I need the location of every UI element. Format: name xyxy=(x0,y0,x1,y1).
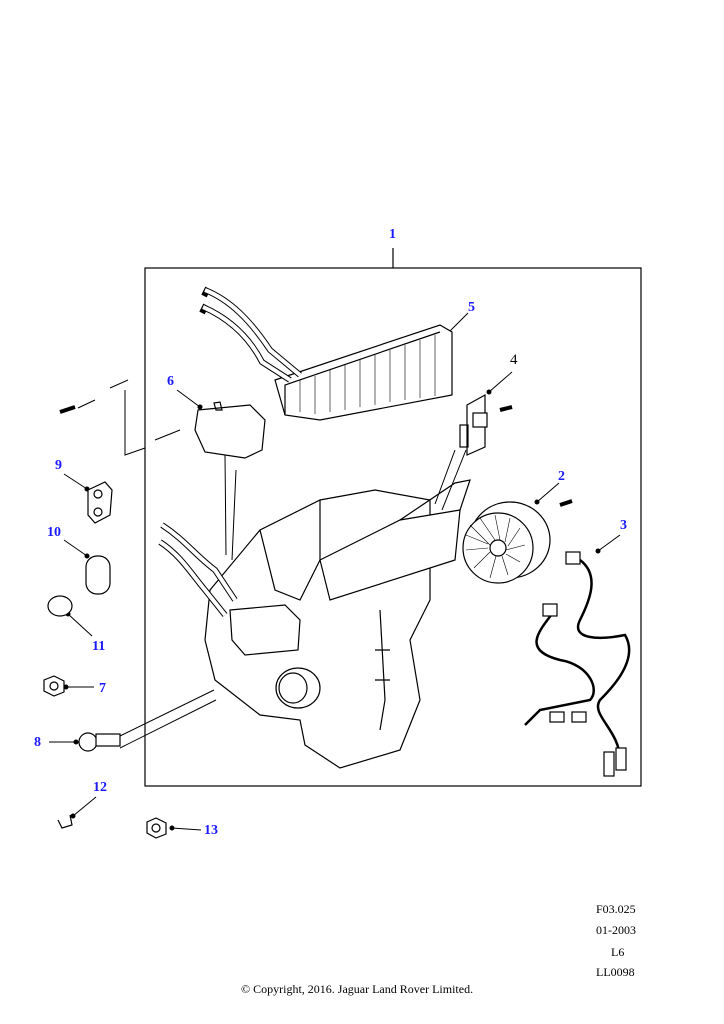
illustration-id: LL0098 xyxy=(596,965,635,979)
nut-7 xyxy=(43,675,65,697)
issue-date: 01-2003 xyxy=(596,923,636,937)
nut-13 xyxy=(146,817,167,839)
blower-resistor xyxy=(459,393,513,456)
heater-housing xyxy=(158,479,471,769)
callout-13[interactable]: 13 xyxy=(204,823,218,838)
heater-core xyxy=(199,286,453,421)
leader-lines xyxy=(49,312,621,831)
clip-12 xyxy=(57,814,73,829)
callout-9[interactable]: 9 xyxy=(55,458,62,473)
callout-10[interactable]: 10 xyxy=(47,525,61,540)
callout-2[interactable]: 2 xyxy=(558,469,565,484)
callout-5[interactable]: 5 xyxy=(468,300,475,315)
seal-10 xyxy=(85,555,111,595)
wiring-harness xyxy=(524,551,631,777)
callout-8[interactable]: 8 xyxy=(34,735,41,750)
callout-4: 4 xyxy=(510,352,518,368)
callout-7[interactable]: 7 xyxy=(99,681,106,696)
callout-11[interactable]: 11 xyxy=(92,639,106,654)
grommet-9 xyxy=(87,481,113,524)
callout-3[interactable]: 3 xyxy=(620,518,627,533)
plug-11 xyxy=(47,595,73,617)
callout-12[interactable]: 12 xyxy=(93,780,107,795)
callout-6[interactable]: 6 xyxy=(167,374,174,389)
model-code: L6 xyxy=(611,945,625,959)
sensor-housing xyxy=(59,401,266,459)
blower-motor xyxy=(462,499,573,584)
reference-code: F03.025 xyxy=(596,902,636,916)
bolt-8 xyxy=(78,732,121,752)
copyright: © Copyright, 2016. Jaguar Land Rover Lim… xyxy=(241,982,474,996)
callout-1[interactable]: 1 xyxy=(389,227,396,242)
